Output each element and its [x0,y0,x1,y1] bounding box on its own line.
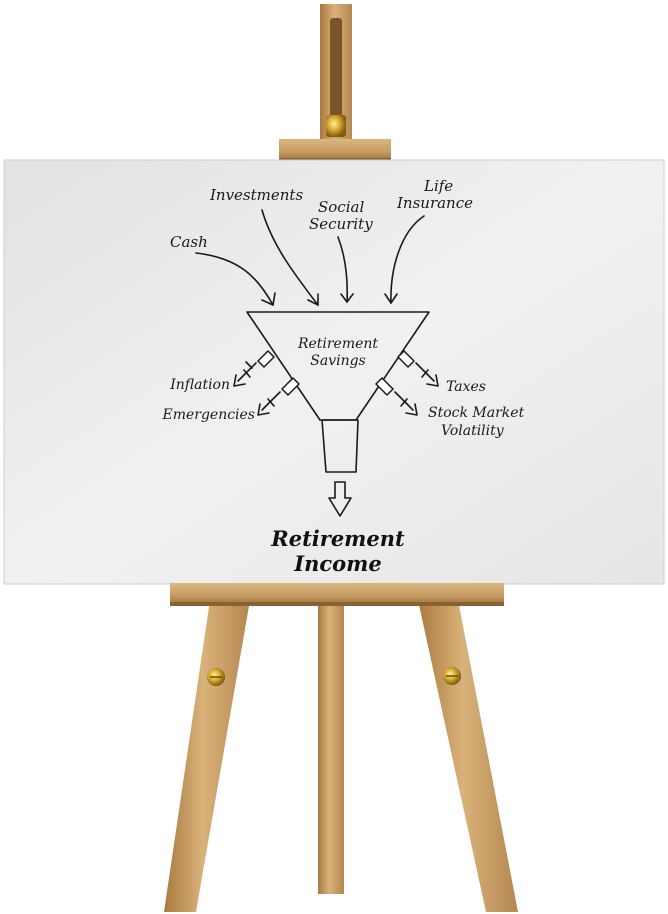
arrow-life-insurance [384,215,425,304]
label-volatility: Volatility [441,423,505,439]
leak-pipe-volatility [375,377,418,416]
label-insurance: Insurance [396,194,473,212]
easel-ledge [170,583,504,605]
top-clamp [326,115,346,137]
label-cash: Cash [170,233,208,251]
label-inflation: Inflation [169,377,230,393]
ledge-shadow [170,602,504,606]
label-taxes: Taxes [446,379,486,395]
label-investments: Investments [209,186,303,204]
output-arrow [328,481,352,517]
drawing-board [4,160,664,584]
easel-mast-slot [330,18,342,130]
label-social: Social [318,198,364,216]
left-leg-knob [207,668,225,686]
arrow-investments [261,209,319,306]
funnel-label-savings: Savings [310,353,366,369]
leak-pipe-emergencies [257,377,300,416]
label-stock-market: Stock Market [428,405,525,421]
output-title-retirement: Retirement [270,526,405,551]
label-emergencies: Emergencies [161,407,255,423]
right-leg-knob [443,667,461,685]
leak-pipe-inflation [233,350,275,387]
leak-pipe-taxes [397,350,439,387]
arrow-cash [195,252,276,306]
easel-right-leg [418,600,518,912]
easel-left-leg [164,600,250,912]
label-security: Security [309,215,373,233]
funnel-label-retirement: Retirement [297,336,378,352]
label-life: Life [423,177,453,195]
easel-rear-leg [318,604,344,894]
arrow-social-security [337,236,354,303]
output-title-income: Income [293,551,381,576]
retirement-funnel-diagram: Cash Investments Social Security Life In… [161,177,524,576]
easel-top-clamp-bar [279,139,391,161]
funnel-spout [321,419,359,473]
